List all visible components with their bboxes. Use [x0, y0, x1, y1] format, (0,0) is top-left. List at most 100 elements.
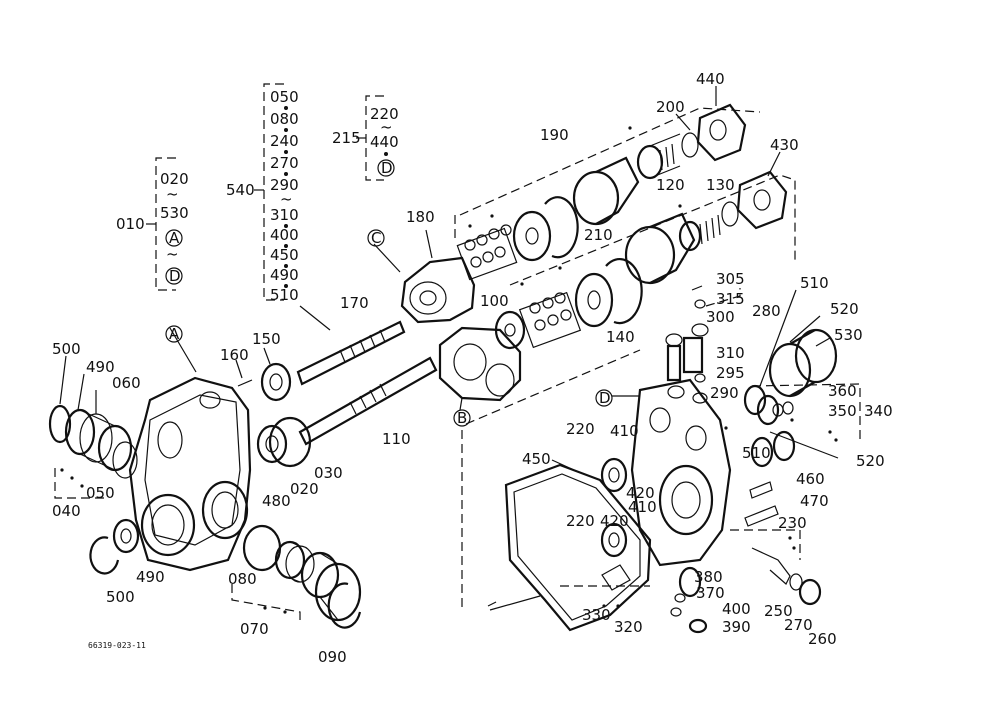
callout-080: 080: [228, 570, 257, 588]
group-010-item-530: 530: [160, 204, 189, 222]
group-540-item-270: 270: [270, 154, 299, 172]
callout-530: 530: [834, 326, 863, 344]
shaft-lower: [256, 356, 438, 468]
callout-180: 180: [406, 208, 435, 226]
gear-housing: [128, 376, 252, 572]
svg-text:~: ~: [166, 245, 179, 263]
callout-A: A: [169, 325, 180, 343]
callout-160: 160: [220, 346, 249, 364]
callout-370: 370: [696, 584, 725, 602]
callout-C: C: [371, 229, 381, 247]
pump-cylinder-upper: [454, 103, 761, 281]
bearings-in-gasket: [600, 457, 708, 634]
group-540-item-490: 490: [270, 266, 299, 284]
callout-520-top: 520: [830, 300, 859, 318]
callout-270: 270: [784, 616, 813, 634]
callout-070: 070: [240, 620, 269, 638]
callout-030: 030: [314, 464, 343, 482]
circlip-washer-lower: [89, 518, 140, 575]
callout-500-bottom: 500: [106, 588, 135, 606]
callout-200: 200: [656, 98, 685, 116]
callout-020: 020: [290, 480, 319, 498]
callout-210: 210: [584, 226, 613, 244]
callout-280: 280: [752, 302, 781, 320]
gasket: [504, 463, 652, 632]
callout-labels: 440 200 190 430 120 130 210 180 100 140 …: [52, 70, 893, 666]
group-010-bracket: 010 020 ~ 530 A ~ D: [116, 157, 189, 291]
callout-460: 460: [796, 470, 825, 488]
callout-430: 430: [770, 136, 799, 154]
callout-260: 260: [808, 630, 837, 648]
callout-410-mid: 410: [628, 498, 657, 516]
callout-140: 140: [606, 328, 635, 346]
dashed-boundaries: [461, 126, 838, 610]
group-215-item-D: D: [381, 159, 393, 177]
group-540-label: 540: [226, 181, 255, 199]
callout-420-top: 420: [626, 484, 655, 502]
callout-315: 315: [716, 290, 745, 308]
callout-300: 300: [706, 308, 735, 326]
callout-420-mid: 420: [600, 512, 629, 530]
svg-text:~: ~: [280, 190, 293, 208]
callout-380: 380: [694, 568, 723, 586]
callout-330: 330: [582, 606, 611, 624]
swash-plate-C: [400, 256, 476, 324]
callout-450: 450: [522, 450, 551, 468]
group-215-item-440: 440: [370, 133, 399, 151]
callout-400: 400: [722, 600, 751, 618]
callout-480: 480: [262, 492, 291, 510]
callout-310: 310: [716, 344, 745, 362]
callout-350: 350: [828, 402, 857, 420]
group-540-item-310: 310: [270, 206, 299, 224]
svg-text:~: ~: [380, 118, 393, 136]
valve-stack-top: [665, 285, 709, 404]
callout-470: 470: [800, 492, 829, 510]
group-010-item-A: A: [169, 229, 180, 247]
shaft-upper: [237, 320, 406, 402]
callout-170: 170: [340, 294, 369, 312]
callout-090: 090: [318, 648, 347, 666]
callout-190: 190: [540, 126, 569, 144]
callout-220-bottom: 220: [566, 512, 595, 530]
callout-060: 060: [112, 374, 141, 392]
callout-D: D: [599, 389, 611, 407]
valve-parts-right: [743, 328, 861, 606]
group-540-item-290: 290: [270, 176, 299, 194]
group-540-item-050: 050: [270, 88, 299, 106]
group-010-label: 010: [116, 215, 145, 233]
callout-110: 110: [382, 430, 411, 448]
callout-150: 150: [252, 330, 281, 348]
callout-490-bottom: 490: [136, 568, 165, 586]
callout-410-top: 410: [610, 422, 639, 440]
group-540-item-510: 510: [270, 286, 299, 304]
group-540-bracket: 540 050 080 240 270 290 ~ 310 400 450 49…: [226, 83, 299, 304]
callout-360: 360: [828, 382, 857, 400]
center-case: [630, 378, 732, 567]
bearing-set-lower: [231, 524, 362, 629]
callout-440: 440: [696, 70, 725, 88]
group-540-item-400: 400: [270, 226, 299, 244]
group-010-item-020: 020: [160, 170, 189, 188]
group-215-label: 215: [332, 129, 361, 147]
callout-295: 295: [716, 364, 745, 382]
leader-lines: [59, 86, 839, 611]
callout-230: 230: [778, 514, 807, 532]
callout-340: 340: [864, 402, 893, 420]
callout-220-top: 220: [566, 420, 595, 438]
callout-510-top: 510: [800, 274, 829, 292]
callout-290: 290: [710, 384, 739, 402]
callout-100: 100: [480, 292, 509, 310]
callout-320: 320: [614, 618, 643, 636]
seal-stack-left: [48, 404, 138, 499]
group-215-item-220: 220: [370, 105, 399, 123]
svg-text:~: ~: [166, 185, 179, 203]
group-010-item-D: D: [169, 267, 181, 285]
group-540-item-450: 450: [270, 246, 299, 264]
callout-130: 130: [706, 176, 735, 194]
callout-050: 050: [86, 484, 115, 502]
callout-250: 250: [764, 602, 793, 620]
callout-520-bottom: 520: [856, 452, 885, 470]
callout-040: 040: [52, 502, 81, 520]
